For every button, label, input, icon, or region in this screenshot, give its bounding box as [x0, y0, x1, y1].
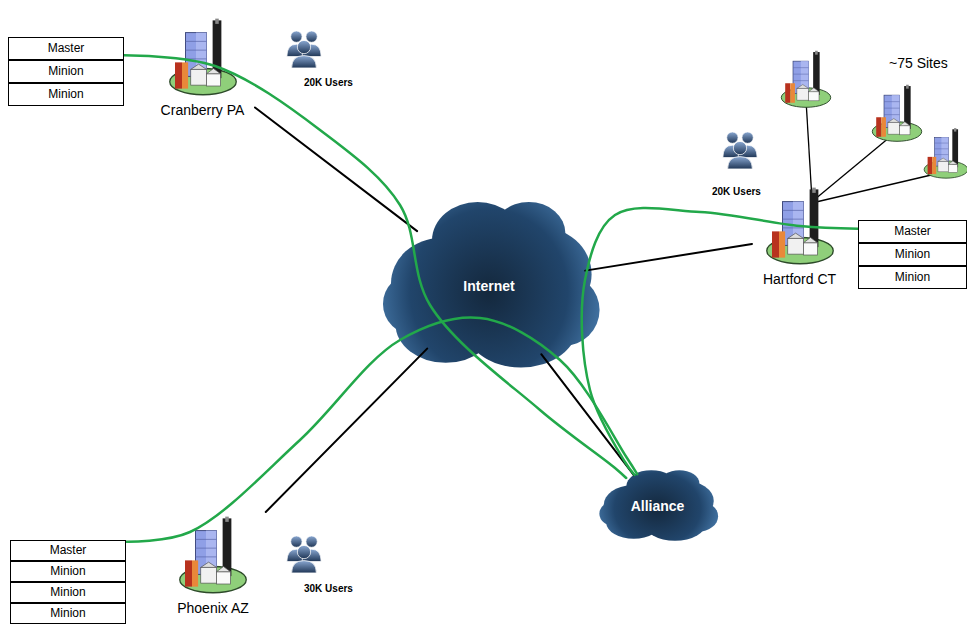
node-label: Minion: [50, 606, 85, 620]
site-link: [816, 172, 944, 202]
site-building: Cranberry PA: [150, 14, 255, 121]
node-label: Cranberry PA: [161, 102, 245, 119]
site-building: Hartford CT: [752, 183, 847, 290]
site-link: [814, 132, 896, 200]
network-cloud: Internet: [375, 190, 603, 382]
network-link: [541, 354, 634, 475]
node-label: Minion: [48, 87, 83, 101]
users-icon: [287, 536, 321, 573]
building-icon: [168, 14, 238, 102]
building-icon: [178, 512, 248, 600]
node-label: Phoenix AZ: [177, 600, 249, 617]
cloud-lobe: [492, 202, 565, 264]
text-label: 30K Users: [304, 583, 353, 594]
cloud-lobe: [527, 274, 600, 346]
remote-site-icon: [924, 128, 967, 178]
node-label: Internet: [463, 278, 514, 295]
text-label: 20K Users: [304, 77, 353, 88]
text-label: ~75 Sites: [889, 55, 948, 71]
node-label: Minion: [48, 64, 83, 78]
server-box: Master: [10, 540, 126, 561]
node-label: Minion: [50, 585, 85, 599]
users-icon: [723, 132, 757, 169]
building-symbol: [180, 517, 247, 593]
node-label: Alliance: [631, 498, 685, 515]
node-label: Master: [894, 224, 931, 238]
free-label: 20K Users: [304, 72, 353, 90]
site-link: [806, 100, 812, 200]
network-link: [266, 349, 427, 512]
server-box: Minion: [8, 60, 124, 83]
node-label: Master: [50, 543, 87, 557]
node-label: Minion: [50, 564, 85, 578]
network-cloud: Alliance: [595, 465, 720, 547]
server-box: Minion: [858, 243, 967, 266]
users-icon: [287, 31, 321, 68]
server-box: Master: [858, 220, 967, 243]
site-building: Phoenix AZ: [158, 512, 268, 619]
free-label: 30K Users: [304, 578, 353, 596]
remote-site-icon: [781, 51, 830, 108]
remote-site-icon: [872, 85, 921, 142]
server-box: Minion: [10, 603, 126, 624]
building-icon: [765, 183, 835, 271]
building-symbol: [169, 19, 236, 95]
network-link: [255, 107, 417, 231]
free-label: ~75 Sites: [889, 54, 948, 72]
node-label: Master: [48, 41, 85, 55]
server-box: Minion: [10, 582, 126, 603]
server-box: Minion: [10, 561, 126, 582]
node-label: Minion: [895, 270, 930, 284]
node-label: Minion: [895, 247, 930, 261]
server-box: Minion: [8, 83, 124, 106]
cloud-lobe: [383, 273, 447, 335]
site-links: [806, 100, 944, 202]
server-box: Master: [8, 37, 124, 60]
network-link: [585, 244, 752, 271]
free-label: 20K Users: [712, 181, 761, 199]
server-box: Minion: [858, 266, 967, 289]
node-label: Hartford CT: [763, 271, 836, 288]
building-symbol: [766, 188, 833, 264]
replication-path: [124, 55, 626, 478]
cloud-lobe: [599, 500, 634, 527]
text-label: 20K Users: [712, 186, 761, 197]
cloud-lobe: [659, 470, 699, 497]
